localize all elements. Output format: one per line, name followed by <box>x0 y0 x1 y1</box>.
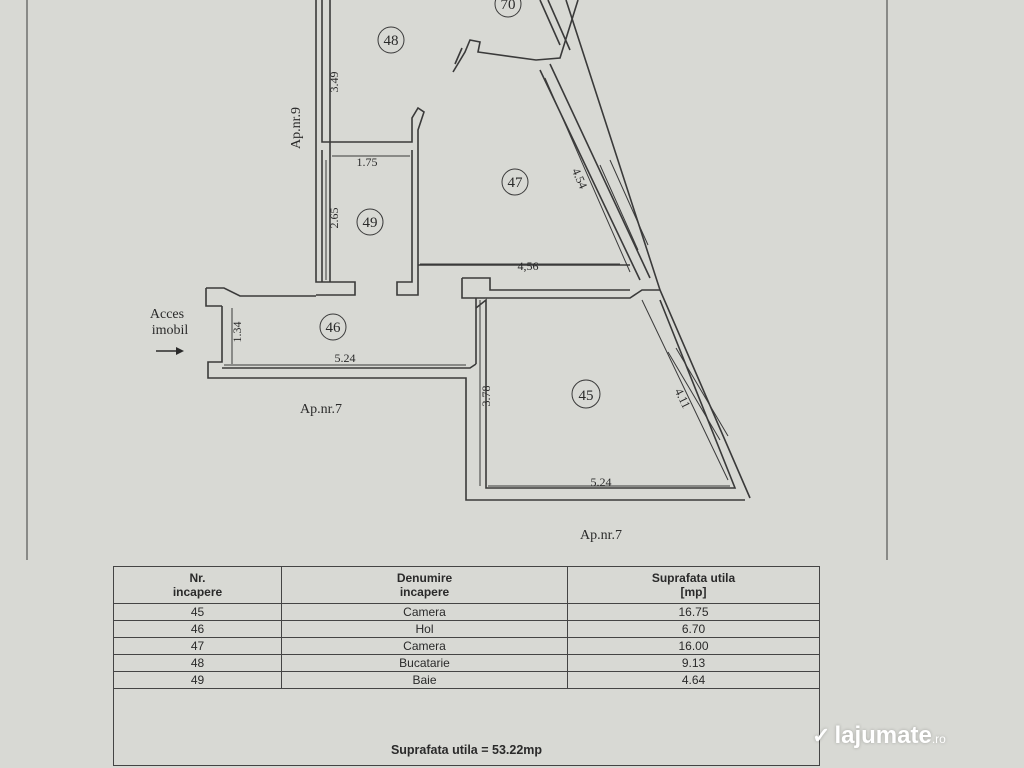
room-number: 47 <box>501 168 529 196</box>
label-acces: Acces <box>150 307 184 322</box>
dim-label: 4,56 <box>518 259 539 273</box>
svg-text:70: 70 <box>501 0 516 13</box>
svg-text:48: 48 <box>384 33 399 49</box>
room-number: 49 <box>356 208 384 236</box>
dim-label: 1.34 <box>230 322 244 343</box>
dim-label: 2.65 <box>327 208 341 229</box>
label-ap-nr-7-left: Ap.nr.7 <box>300 402 342 417</box>
dimension-lines <box>224 77 730 487</box>
table-row: 49 Baie 4.64 <box>113 671 820 689</box>
label-ap-nr-7-bottom: Ap.nr.7 <box>580 528 622 543</box>
room-number: 70 <box>494 0 522 18</box>
walls <box>205 0 751 501</box>
svg-text:47: 47 <box>508 175 524 191</box>
lajumate-logo-icon: ✓ <box>812 723 831 748</box>
watermark-brand: lajumate <box>834 722 932 749</box>
header-nr: Nr.incapere <box>113 566 282 604</box>
cell-nr: 49 <box>113 671 282 689</box>
cell-name: Camera <box>281 637 568 655</box>
dim-label: 1.75 <box>357 155 378 169</box>
room-number: 48 <box>377 26 405 54</box>
cell-nr: 47 <box>113 637 282 655</box>
table-total-row: Suprafata utila = 53.22mp <box>113 688 820 766</box>
table-row: 46 Hol 6.70 <box>113 620 820 638</box>
room-number: 45 <box>571 379 601 409</box>
cell-area: 9.13 <box>567 654 820 672</box>
table-row: 48 Bucatarie 9.13 <box>113 654 820 672</box>
cell-area: 6.70 <box>567 620 820 638</box>
cell-area: 16.75 <box>567 603 820 621</box>
svg-text:45: 45 <box>579 388 594 404</box>
cell-name: Bucatarie <box>281 654 568 672</box>
svg-text:46: 46 <box>326 320 342 336</box>
label-imobil: imobil <box>152 323 189 338</box>
floor-plan: 48 47 49 46 45 70 3.49 1.75 2.65 4.54 4,… <box>26 0 888 560</box>
cell-area: 4.64 <box>567 671 820 689</box>
table-row: 47 Camera 16.00 <box>113 637 820 655</box>
cell-name: Hol <box>281 620 568 638</box>
header-area: Suprafata utila[mp] <box>567 566 820 604</box>
label-ap-nr-9: Ap.nr.9 <box>289 107 304 149</box>
arrow-right-icon <box>156 347 184 355</box>
watermark: ✓lajumate.ro <box>812 722 946 750</box>
cell-name: Camera <box>281 603 568 621</box>
dim-label: 3.49 <box>327 72 341 93</box>
cell-area: 16.00 <box>567 637 820 655</box>
total-area: Suprafata utila = 53.22mp <box>113 688 820 766</box>
cell-name: Baie <box>281 671 568 689</box>
dim-label: 5.24 <box>591 475 612 489</box>
dim-label: 3.78 <box>479 386 493 407</box>
table-row: 45 Camera 16.75 <box>113 603 820 621</box>
room-number: 46 <box>319 313 347 341</box>
svg-text:49: 49 <box>363 215 378 231</box>
watermark-tld: .ro <box>931 732 946 746</box>
dim-label: 5.24 <box>335 351 356 365</box>
cell-nr: 45 <box>113 603 282 621</box>
cell-nr: 48 <box>113 654 282 672</box>
cell-nr: 46 <box>113 620 282 638</box>
